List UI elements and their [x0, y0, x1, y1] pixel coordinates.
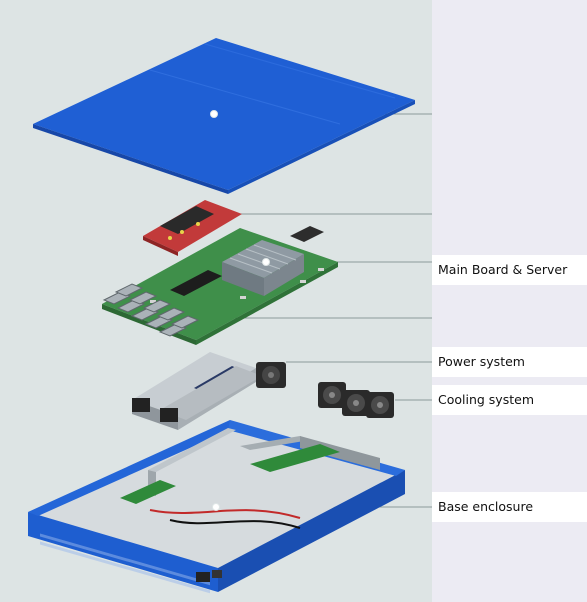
base-enclosure-chassis — [28, 420, 405, 594]
callout-dot-lid — [210, 110, 218, 118]
power-supply-units — [132, 352, 286, 430]
label-base-enclosure: Base enclosure — [432, 492, 587, 522]
label-main-board-server: Main Board & Server — [432, 255, 587, 285]
callout-dot-main-board — [262, 258, 270, 266]
label-cooling-system: Cooling system — [432, 385, 587, 415]
top-cover-panel — [33, 38, 415, 194]
cooling-fans — [318, 382, 394, 418]
callout-dot-base — [212, 503, 220, 511]
main-board — [102, 226, 338, 345]
label-power-system: Power system — [432, 347, 587, 377]
